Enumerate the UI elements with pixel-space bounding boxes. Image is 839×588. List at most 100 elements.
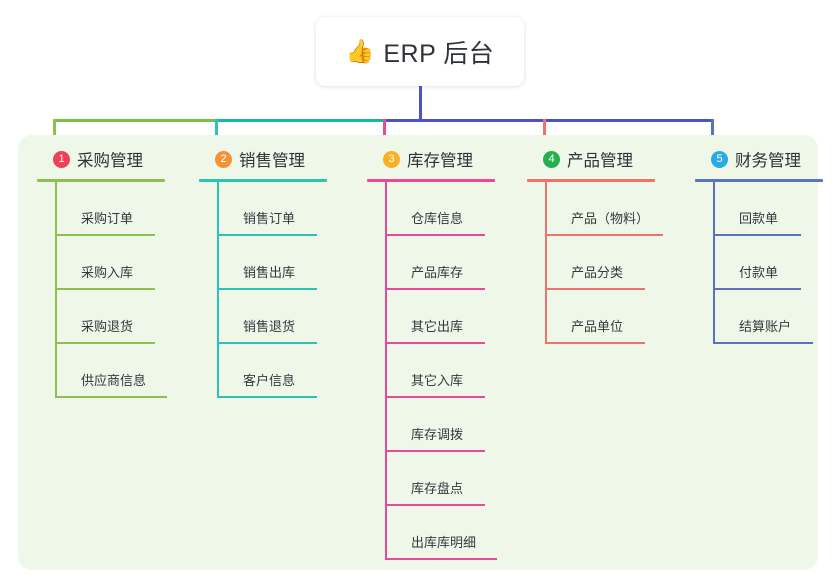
- column-items: 回款单付款单结算账户: [713, 182, 823, 344]
- column-header-rule: [695, 179, 823, 182]
- menu-item[interactable]: 采购订单: [55, 182, 165, 236]
- column-badge-icon: 1: [53, 150, 70, 168]
- menu-item-label: 产品库存: [411, 265, 464, 280]
- column-header-rule: [37, 179, 165, 182]
- column-header-rule: [199, 179, 327, 182]
- menu-item-label: 付款单: [739, 265, 779, 280]
- column-items: 销售订单销售出库销售退货客户信息: [217, 182, 327, 398]
- menu-item[interactable]: 其它出库: [385, 290, 495, 344]
- mindmap-canvas: 1 采购管理采购订单采购入库采购退货供应商信息 2 销售管理销售订单销售出库销售退货客…: [18, 135, 823, 570]
- menu-item-rule: [55, 234, 155, 236]
- column-badge-icon: 3: [383, 150, 400, 168]
- connector-drop: [543, 119, 546, 147]
- column-spine: [713, 182, 715, 344]
- menu-item-rule: [385, 450, 485, 452]
- connector-stem: [419, 86, 422, 122]
- column-items: 产品（物料） 产品分类产品单位: [545, 182, 663, 344]
- column-items: 采购订单采购入库采购退货供应商信息: [55, 182, 167, 398]
- menu-item-label: 采购退货: [81, 319, 134, 334]
- menu-item-rule: [713, 342, 813, 344]
- column-title: 销售管理: [239, 152, 305, 170]
- column-header-5[interactable]: 5 财务管理: [695, 146, 823, 172]
- menu-item-rule: [385, 342, 485, 344]
- menu-item-label: 采购入库: [81, 265, 134, 280]
- thumbs-up-icon: 👍: [345, 38, 375, 64]
- menu-item-rule: [385, 504, 485, 506]
- menu-item[interactable]: 库存盘点: [385, 452, 495, 506]
- menu-item-rule: [385, 396, 485, 398]
- root-node-card[interactable]: 👍 ERP 后台: [316, 17, 524, 86]
- menu-item[interactable]: 采购入库: [55, 236, 165, 290]
- column-spine: [385, 182, 387, 560]
- menu-item[interactable]: 仓库信息: [385, 182, 495, 236]
- menu-item-label: 回款单: [739, 211, 779, 226]
- connector-drop: [215, 119, 218, 147]
- menu-item[interactable]: 产品分类: [545, 236, 655, 290]
- menu-item-label: 采购订单: [81, 211, 134, 226]
- menu-item-label: 其它入库: [411, 373, 464, 388]
- column-title: 库存管理: [407, 152, 473, 170]
- menu-item-label: 客户信息: [243, 373, 296, 388]
- menu-item-rule: [217, 234, 317, 236]
- column-header-2[interactable]: 2 销售管理: [199, 146, 327, 172]
- menu-item-label: 供应商信息: [81, 373, 147, 388]
- menu-item-label: 仓库信息: [411, 211, 464, 226]
- connector-drop: [53, 119, 56, 147]
- menu-item-label: 结算账户: [739, 319, 792, 334]
- column-title: 采购管理: [77, 152, 143, 170]
- column-badge-icon: 2: [215, 150, 232, 168]
- connector-bus-segment: [383, 119, 714, 122]
- column-items: 仓库信息产品库存其它出库其它入库库存调拨库存盘点出库库明细: [385, 182, 497, 560]
- column-header-1[interactable]: 1 采购管理: [37, 146, 165, 172]
- column-2: 2 销售管理销售订单销售出库销售退货客户信息: [199, 146, 327, 398]
- menu-item-label: 其它出库: [411, 319, 464, 334]
- root-node-title: ERP 后台: [383, 39, 495, 68]
- menu-item[interactable]: 采购退货: [55, 290, 165, 344]
- column-header-rule: [367, 179, 495, 182]
- menu-item-rule: [217, 342, 317, 344]
- column-spine: [217, 182, 219, 398]
- menu-item[interactable]: 库存调拨: [385, 398, 495, 452]
- connector-bus-segment: [53, 119, 215, 122]
- menu-item[interactable]: 销售订单: [217, 182, 327, 236]
- column-spine: [545, 182, 547, 344]
- menu-item-rule: [55, 288, 155, 290]
- column-1: 1 采购管理采购订单采购入库采购退货供应商信息: [37, 146, 167, 398]
- column-header-3[interactable]: 3 库存管理: [367, 146, 495, 172]
- column-title: 产品管理: [567, 152, 633, 170]
- menu-item-rule: [545, 234, 663, 236]
- menu-item-label: 产品分类: [571, 265, 624, 280]
- menu-item[interactable]: 产品库存: [385, 236, 495, 290]
- menu-item[interactable]: 客户信息: [217, 344, 327, 398]
- menu-item-label: 产品单位: [571, 319, 624, 334]
- menu-item[interactable]: 回款单: [713, 182, 823, 236]
- menu-item-rule: [217, 396, 317, 398]
- menu-item-label: 出库库明细: [411, 535, 477, 550]
- menu-item[interactable]: 销售退货: [217, 290, 327, 344]
- menu-item[interactable]: 结算账户: [713, 290, 823, 344]
- menu-item[interactable]: 供应商信息: [55, 344, 167, 398]
- connector-bus-segment: [215, 119, 383, 122]
- menu-item[interactable]: 产品（物料）: [545, 182, 663, 236]
- menu-item-rule: [545, 288, 645, 290]
- menu-item-rule: [385, 558, 497, 560]
- menu-item-label: 产品（物料）: [571, 211, 650, 226]
- menu-item-label: 库存调拨: [411, 427, 464, 442]
- menu-item-rule: [217, 288, 317, 290]
- column-5: 5 财务管理回款单付款单结算账户: [695, 146, 823, 344]
- column-badge-icon: 5: [711, 150, 728, 168]
- menu-item[interactable]: 出库库明细: [385, 506, 497, 560]
- column-title: 财务管理: [735, 152, 801, 170]
- menu-item-rule: [385, 234, 485, 236]
- menu-item-rule: [385, 288, 485, 290]
- menu-item[interactable]: 其它入库: [385, 344, 495, 398]
- menu-item-label: 销售订单: [243, 211, 296, 226]
- menu-item[interactable]: 销售出库: [217, 236, 327, 290]
- menu-item-label: 库存盘点: [411, 481, 464, 496]
- menu-item[interactable]: 产品单位: [545, 290, 655, 344]
- root-node-content: 👍 ERP 后台: [346, 34, 495, 70]
- menu-item-rule: [545, 342, 645, 344]
- menu-item[interactable]: 付款单: [713, 236, 823, 290]
- menu-item-rule: [55, 396, 167, 398]
